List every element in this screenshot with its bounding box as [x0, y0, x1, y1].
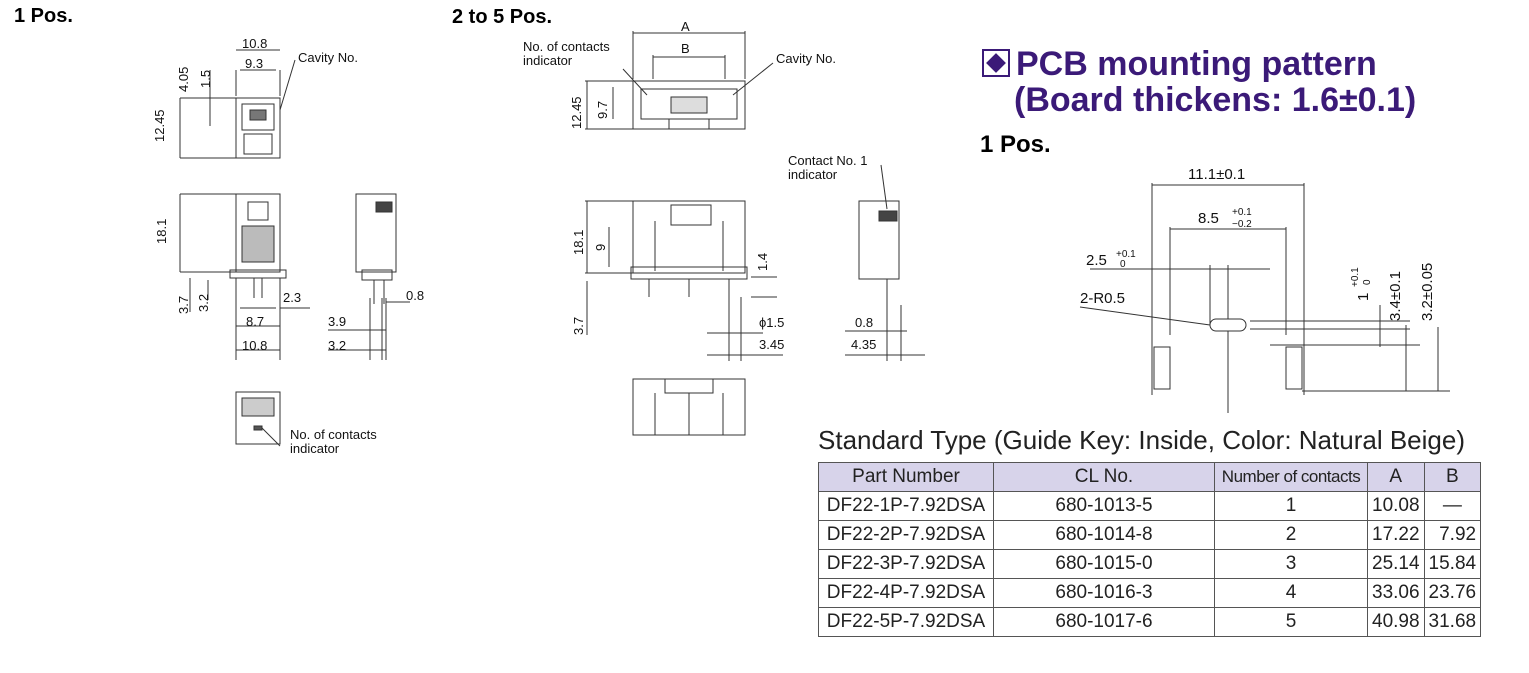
cell-b: 31.68	[1423, 607, 1482, 637]
d1-dim-3-2-side: 3.2	[328, 338, 346, 353]
d2-dim-a: A	[681, 19, 690, 34]
pcb-dim-2-5: 2.5	[1086, 252, 1107, 269]
d2-dim-18-1: 18.1	[571, 230, 586, 255]
d2-label-contact-no1-2: indicator	[788, 167, 838, 182]
cell-part-number: DF22-4P-7.92DSA	[818, 578, 994, 608]
d1-dim-0-8: 0.8	[406, 288, 424, 303]
d1-dim-9-3: 9.3	[245, 56, 263, 71]
cell-b: 7.92	[1423, 520, 1482, 550]
cell-cl-no: 680-1017-6	[993, 607, 1215, 637]
pcb-pattern-drawing: 11.1±0.1 8.5 +0.1 −0.2 2.5 +0.1 0 2-R0.5…	[1079, 166, 1450, 413]
d2-dim-12-45: 12.45	[569, 96, 584, 129]
d1-label-contacts-2: indicator	[290, 441, 340, 456]
th-number-of-contacts: Number of contacts	[1214, 462, 1368, 492]
d2-dim-phi-1-5: ϕ1.5	[759, 315, 784, 330]
table-row: DF22-2P-7.92DSA 680-1014-8 2 17.22 7.92	[818, 520, 1482, 550]
header-1-pos: 1 Pos.	[14, 5, 73, 27]
pcb-dim-8-5: 8.5	[1198, 210, 1219, 227]
table-caption: Standard Type (Guide Key: Inside, Color:…	[818, 425, 1465, 455]
th-cl-no: CL No.	[993, 462, 1215, 492]
pcb-dim-3-2: 3.2±0.05	[1419, 263, 1436, 321]
d2-dim-4-35: 4.35	[851, 337, 876, 352]
pcb-dim-2-r0-5: 2-R0.5	[1080, 290, 1125, 307]
pcb-dim-2-5-zero: 0	[1120, 259, 1126, 270]
d1-dim-3-9: 3.9	[328, 314, 346, 329]
cell-cl-no: 680-1016-3	[993, 578, 1215, 608]
cell-contacts: 1	[1214, 491, 1368, 521]
d1-dim-8-7: 8.7	[246, 314, 264, 329]
cell-cl-no: 680-1015-0	[993, 549, 1215, 579]
header-2-to-5-pos: 2 to 5 Pos.	[452, 6, 553, 28]
d2-dim-3-7: 3.7	[571, 317, 586, 335]
table-row: DF22-3P-7.92DSA 680-1015-0 3 25.14 15.84	[818, 549, 1482, 579]
d2-dim-9-7: 9.7	[595, 101, 610, 119]
cell-contacts: 4	[1214, 578, 1368, 608]
d2-dim-1-4: 1.4	[755, 253, 770, 271]
cell-part-number: DF22-3P-7.92DSA	[818, 549, 994, 579]
th-b: B	[1423, 462, 1482, 492]
d2-dim-3-45: 3.45	[759, 337, 784, 352]
d2-label-contact-no1-1: Contact No. 1	[788, 153, 868, 168]
d1-dim-3-2: 3.2	[196, 294, 211, 312]
d1-dim-12-45: 12.45	[152, 109, 167, 142]
diamond-icon	[982, 49, 1010, 77]
pcb-title-line1: PCB mounting pattern	[1016, 45, 1377, 83]
d1-dim-10-8-top: 10.8	[242, 36, 267, 51]
pcb-title-line2: (Board thickens: 1.6±0.1)	[1014, 81, 1417, 119]
table-row: DF22-5P-7.92DSA 680-1017-6 5 40.98 31.68	[818, 607, 1482, 637]
d1-label-cavity: Cavity No.	[298, 50, 358, 65]
d2-dim-b: B	[681, 41, 690, 56]
d1-dim-2-3: 2.3	[283, 290, 301, 305]
d2-dim-0-8: 0.8	[855, 315, 873, 330]
d2-label-contacts-1: No. of contacts	[523, 39, 610, 54]
cell-part-number: DF22-5P-7.92DSA	[818, 607, 994, 637]
d1-dim-3-7: 3.7	[176, 296, 191, 314]
cell-contacts: 2	[1214, 520, 1368, 550]
pcb-dim-3-4: 3.4±0.1	[1387, 271, 1404, 321]
cell-a: 40.98	[1367, 607, 1425, 637]
cell-a: 25.14	[1367, 549, 1425, 579]
d1-dim-10-8-bottom: 10.8	[242, 338, 267, 353]
pcb-dim-11-1: 11.1±0.1	[1188, 166, 1245, 183]
pcb-title: PCB mounting pattern	[982, 46, 1377, 82]
cell-cl-no: 680-1014-8	[993, 520, 1215, 550]
parts-table: Part Number CL No. Number of contacts A …	[818, 462, 1482, 637]
cell-contacts: 3	[1214, 549, 1368, 579]
drawing-2-5-pos: A B 12.45 9.7 18.1 9 3.7 1.4 ϕ1.5 3.45 0…	[523, 19, 925, 436]
th-part-number: Part Number	[818, 462, 994, 492]
cell-a: 17.22	[1367, 520, 1425, 550]
d1-dim-1-5: 1.5	[198, 70, 213, 88]
cell-part-number: DF22-1P-7.92DSA	[818, 491, 994, 521]
d1-dim-4-05: 4.05	[176, 67, 191, 92]
cell-a: 10.08	[1367, 491, 1425, 521]
cell-a: 33.06	[1367, 578, 1425, 608]
table-row: DF22-4P-7.92DSA 680-1016-3 4 33.06 23.76	[818, 578, 1482, 608]
pcb-dim-1-zero: 0	[1362, 279, 1373, 285]
pcb-dim-1-plus: +0.1	[1350, 267, 1361, 287]
header-pcb-1-pos: 1 Pos.	[980, 131, 1051, 158]
pcb-dim-8-5-minus: −0.2	[1232, 219, 1252, 230]
cell-b: 23.76	[1423, 578, 1482, 608]
pcb-dim-1: 1	[1355, 293, 1372, 301]
pcb-dim-2-5-plus: +0.1	[1116, 249, 1136, 260]
drawing-1-pos: 10.8 9.3 4.05 1.5 12.45 18.1 3.7 3.2 8.7…	[152, 36, 424, 456]
table-row: DF22-1P-7.92DSA 680-1013-5 1 10.08 —	[818, 491, 1482, 521]
d1-dim-18-1: 18.1	[154, 219, 169, 244]
d2-label-cavity: Cavity No.	[776, 51, 836, 66]
cell-cl-no: 680-1013-5	[993, 491, 1215, 521]
cell-b: 15.84	[1423, 549, 1482, 579]
d1-label-contacts-1: No. of contacts	[290, 427, 377, 442]
d2-label-contacts-2: indicator	[523, 53, 573, 68]
pcb-dim-8-5-plus: +0.1	[1232, 207, 1252, 218]
cell-part-number: DF22-2P-7.92DSA	[818, 520, 994, 550]
d2-dim-9: 9	[593, 244, 608, 251]
table-header-row: Part Number CL No. Number of contacts A …	[818, 462, 1482, 492]
th-a: A	[1367, 462, 1425, 492]
cell-contacts: 5	[1214, 607, 1368, 637]
cell-b: —	[1423, 491, 1482, 521]
